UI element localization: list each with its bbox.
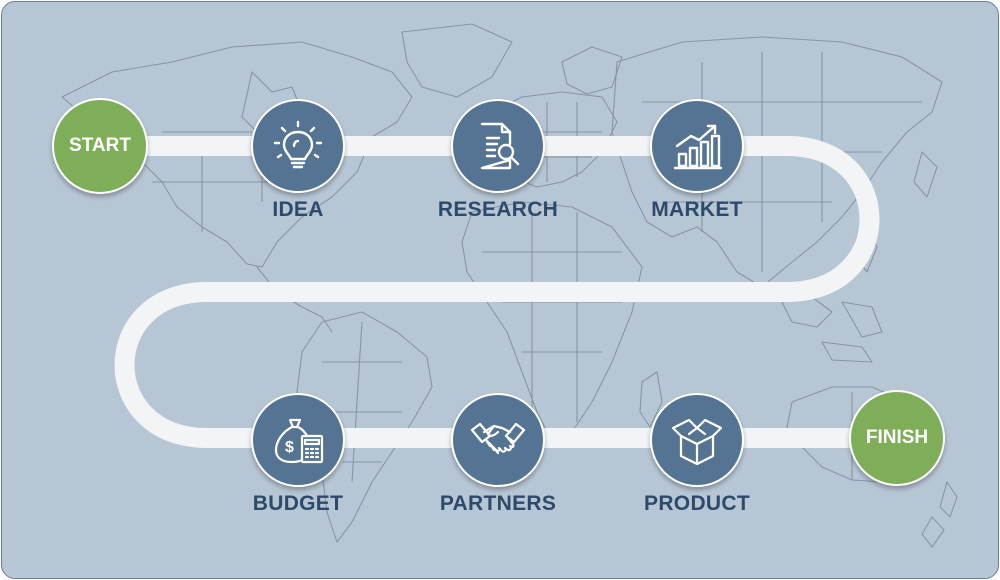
lightbulb-icon — [273, 120, 323, 169]
step-partners-label: PARTNERS — [439, 492, 557, 515]
step-product-node — [650, 393, 744, 487]
step-market-node — [650, 99, 744, 193]
step-idea-node — [251, 99, 345, 193]
step-research-node — [451, 99, 545, 193]
finish-node: FINISH — [849, 390, 945, 486]
money-bag-calculator-icon: $ — [274, 418, 324, 464]
bar-chart-growth-icon — [673, 124, 723, 170]
step-partners-node — [451, 393, 545, 487]
step-budget-node: $ — [251, 393, 345, 487]
svg-text:$: $ — [285, 439, 294, 456]
step-budget-label: BUDGET — [252, 492, 344, 515]
open-box-icon — [671, 418, 723, 466]
step-product-label: PRODUCT — [644, 492, 750, 515]
finish-label: FINISH — [865, 427, 929, 448]
start-label: START — [69, 135, 131, 156]
step-idea-label: IDEA — [272, 198, 324, 221]
step-market-label: MARKET — [651, 198, 743, 221]
handshake-icon — [470, 422, 526, 455]
step-research-label: RESEARCH — [437, 198, 559, 221]
start-node: START — [52, 98, 148, 194]
document-search-icon — [480, 122, 520, 170]
